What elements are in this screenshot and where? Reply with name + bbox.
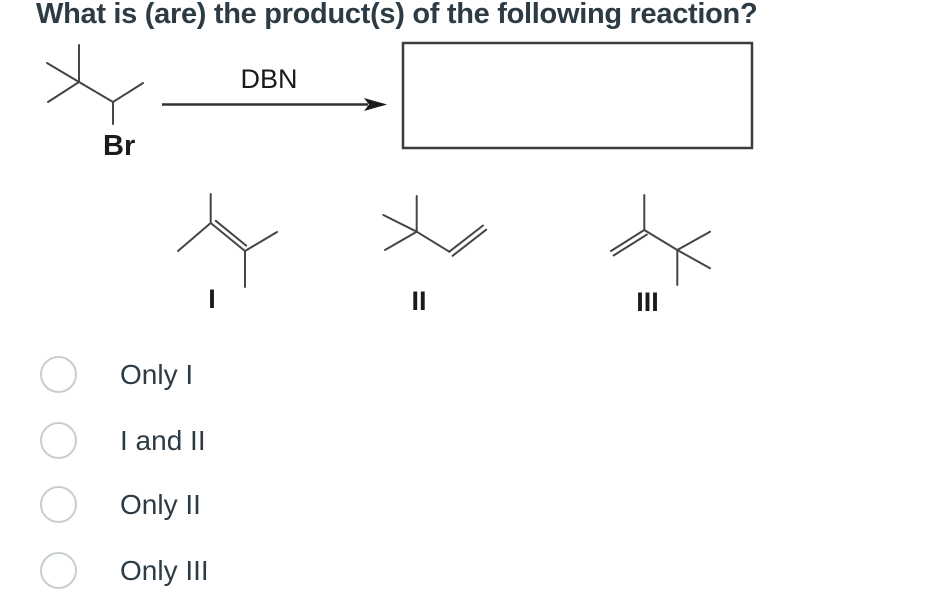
product-structure-2 [382, 195, 488, 257]
arrowhead-icon [364, 98, 387, 111]
option-row-i-and-ii[interactable]: I and II [0, 422, 948, 459]
reactant-structure [46, 44, 144, 125]
question-title: What is (are) the product(s) of the foll… [36, 0, 758, 30]
option-row-only-i[interactable]: Only I [0, 356, 948, 393]
answer-box [401, 41, 754, 150]
reagent-label: DBN [240, 64, 297, 94]
product-structure-1 [177, 193, 278, 288]
product-label-1: I [208, 284, 216, 314]
product-label-2: II [411, 286, 426, 316]
product-structure-3 [610, 194, 711, 286]
radio-button-i-and-ii[interactable] [40, 422, 77, 459]
option-label: I and II [120, 425, 206, 456]
option-row-only-ii[interactable]: Only II [0, 486, 948, 523]
reaction-arrow [162, 98, 387, 111]
reaction-scheme-figure: Br DBN I II [46, 41, 754, 317]
option-row-only-iii[interactable]: Only III [0, 552, 948, 589]
radio-button-only-iii[interactable] [40, 552, 77, 589]
radio-button-only-i[interactable] [40, 356, 77, 393]
product-label-3: III [636, 287, 659, 317]
radio-button-only-ii[interactable] [40, 486, 77, 523]
option-label: Only II [120, 489, 201, 520]
option-label: Only III [120, 555, 209, 586]
option-label: Only I [120, 359, 194, 390]
bromine-label: Br [103, 130, 135, 162]
